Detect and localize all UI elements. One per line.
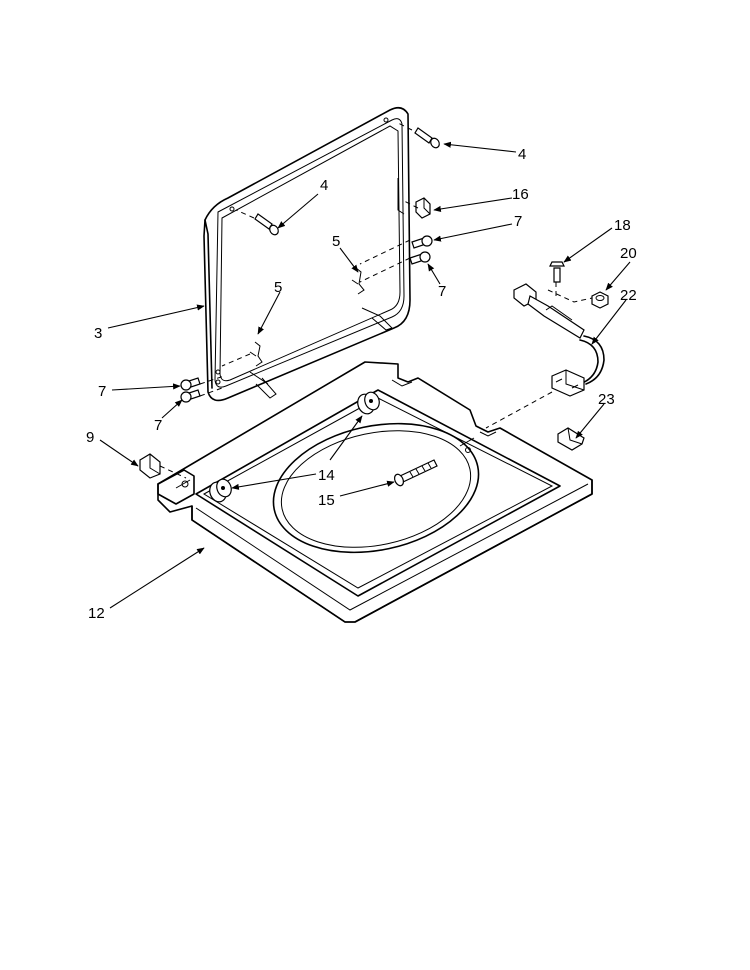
callout-4-top: 4	[518, 146, 526, 163]
alignment-lines	[159, 121, 593, 479]
clip-23	[557, 427, 585, 451]
lid-switch-22	[513, 283, 605, 397]
callout-3: 3	[94, 325, 102, 342]
callout-4-left: 4	[320, 177, 328, 194]
callout-12: 12	[88, 605, 105, 622]
nut-20	[591, 291, 609, 309]
callout-16: 16	[512, 186, 529, 203]
lid-strike-clip-left	[249, 341, 263, 367]
hinge-bushing-front	[209, 478, 232, 503]
callout-5-right: 5	[332, 233, 340, 250]
screw-18	[549, 261, 565, 283]
callout-7-left-lower: 7	[154, 417, 162, 434]
screw-4-left	[254, 213, 279, 236]
bolt-7-left-upper	[180, 377, 201, 391]
callout-14: 14	[318, 467, 335, 484]
callout-7-right-lower: 7	[438, 283, 446, 300]
callout-9: 9	[86, 429, 94, 446]
bolt-7-left-lower	[180, 389, 201, 403]
callout-20: 20	[620, 245, 637, 262]
callout-15: 15	[318, 492, 335, 509]
callout-7-left-upper: 7	[98, 383, 106, 400]
bolt-7-right-lower	[409, 251, 431, 265]
leader-lines	[99, 141, 631, 609]
callout-5-left: 5	[274, 279, 282, 296]
callout-22: 22	[620, 287, 637, 304]
hinge-bushing-rear	[357, 391, 380, 415]
callout-18: 18	[614, 217, 631, 234]
callout-7-right-upper: 7	[514, 213, 522, 230]
clip-16	[415, 197, 431, 219]
screw-4-top-right	[414, 127, 440, 149]
screw-15	[393, 459, 438, 487]
bolt-7-right-upper	[411, 235, 433, 249]
clip-9	[139, 453, 161, 479]
lid-strike-clip-right	[351, 267, 365, 295]
top-panel	[157, 361, 593, 623]
callout-23: 23	[598, 391, 615, 408]
lid-panel	[203, 106, 411, 402]
